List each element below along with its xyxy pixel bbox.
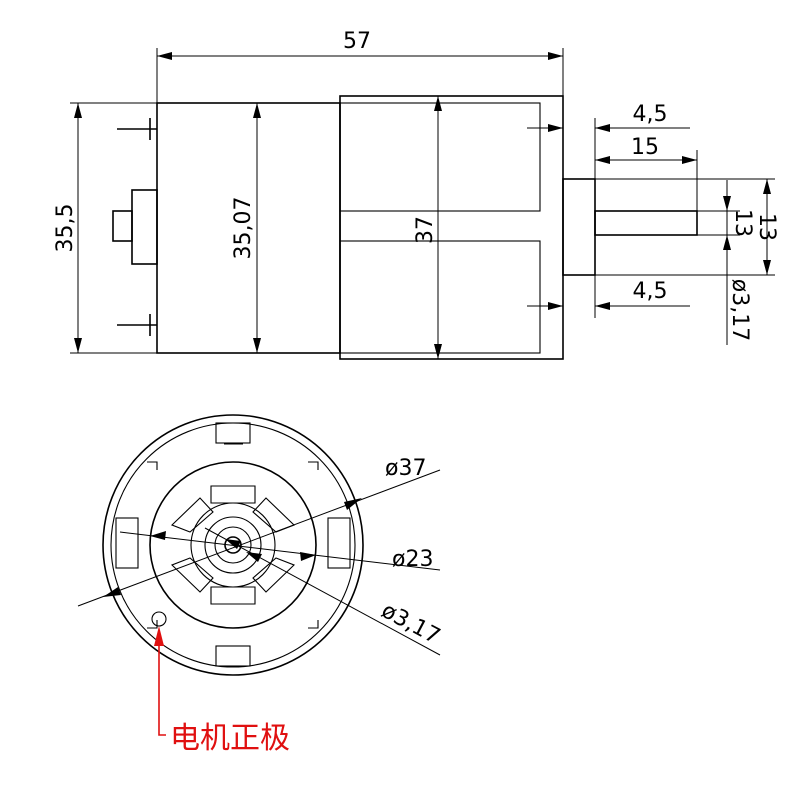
dim-height-left: 35,5 <box>53 102 157 354</box>
dim-front-shaft-label: ø3,17 <box>377 598 444 649</box>
dim-front-boss-label: ø23 <box>392 547 433 572</box>
dim-can-diameter: 37 <box>413 96 442 359</box>
dim-13-inner-label: 13 <box>730 209 755 237</box>
side-view: 57 35,5 35,07 37 <box>53 29 779 360</box>
front-boss <box>562 178 596 276</box>
dim-shaft-length: 15 <box>595 135 698 211</box>
dim-body-height: 35,07 <box>231 103 261 353</box>
dim-shaft-side: 13 ø3,17 <box>697 180 755 345</box>
dim-15-label: 15 <box>631 135 659 160</box>
dim-shoulder-top: 4,5 <box>527 102 690 179</box>
dim-13-label: 13 <box>754 213 779 241</box>
dim-37-label: 37 <box>413 216 438 244</box>
dim-35-07-label: 35,07 <box>231 197 256 260</box>
shaft <box>594 210 698 236</box>
positive-terminal-label: 电机正极 <box>170 721 290 756</box>
can-body <box>339 95 564 360</box>
dim-boss-side: 13 <box>595 178 779 276</box>
positive-terminal-hole <box>151 611 167 627</box>
positive-terminal-annotation: 电机正极 <box>154 626 290 756</box>
rear-bump <box>131 189 158 265</box>
dim-35-5-label: 35,5 <box>53 204 78 253</box>
dim-overall-length: 57 <box>156 29 564 103</box>
dim-shoulder-bottom: 4,5 <box>527 275 690 318</box>
front-view: ø37 ø23 ø3,17 电机正极 <box>77 414 444 756</box>
dim-front-outer-label: ø37 <box>385 456 426 481</box>
dim-57-label: 57 <box>343 29 371 54</box>
can-window-bottom <box>339 240 541 354</box>
can-window-top <box>339 102 541 212</box>
dim-4-5-top-label: 4,5 <box>633 102 668 127</box>
dim-front-outer: ø37 <box>77 456 441 607</box>
outer-circle <box>102 414 364 676</box>
dim-shaft-dia-label: ø3,17 <box>727 279 752 341</box>
dim-4-5-bottom-label: 4,5 <box>633 279 668 304</box>
inner-circle <box>149 461 317 629</box>
dim-front-boss: ø23 <box>119 531 441 572</box>
